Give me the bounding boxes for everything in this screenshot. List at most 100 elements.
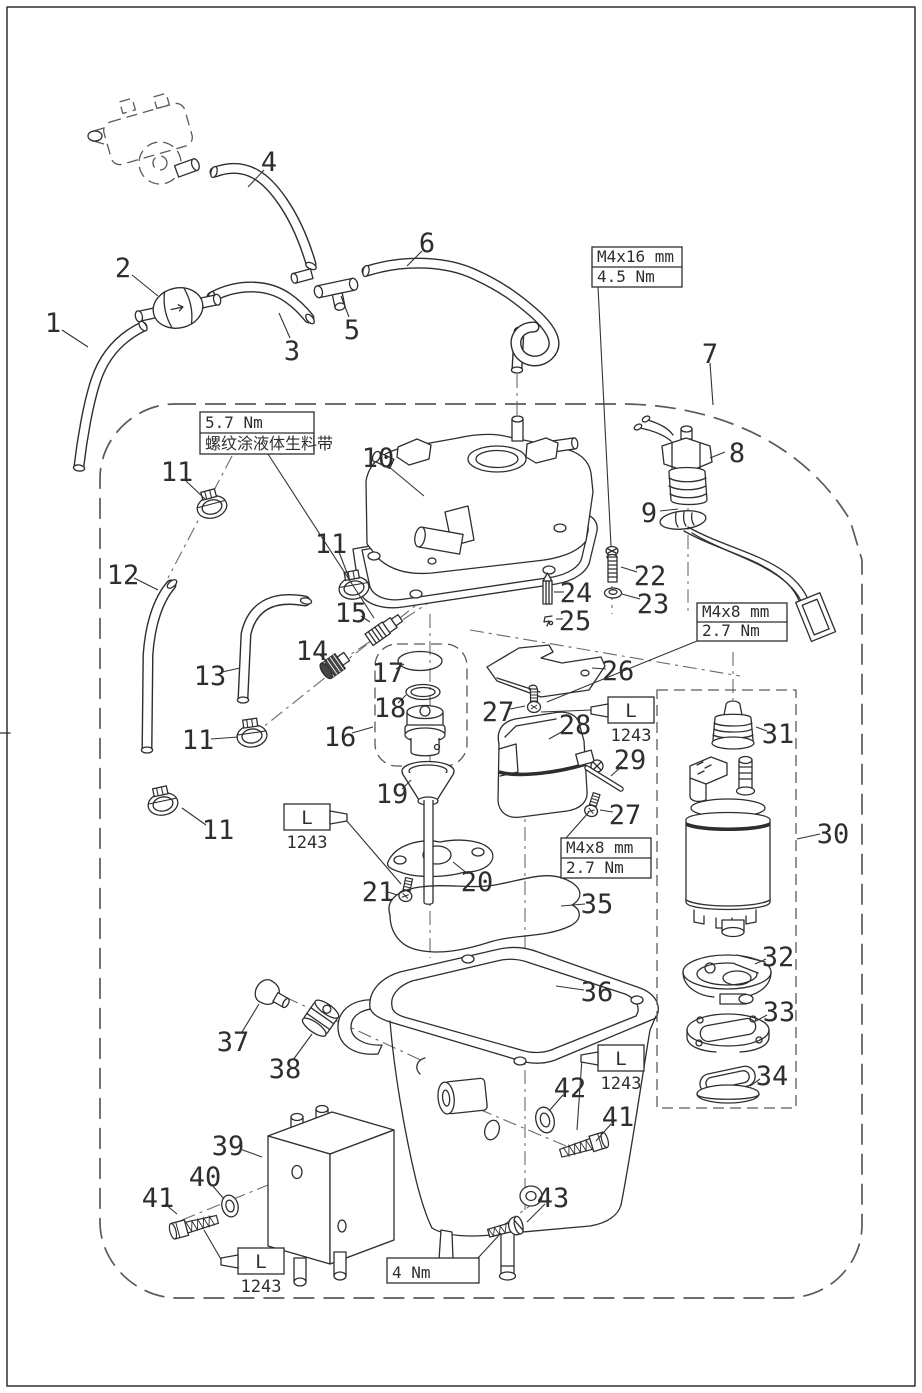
- part-callout-32: 32: [754, 942, 794, 973]
- adhesive-brand-letter: L: [301, 807, 312, 829]
- callout-number: 10: [362, 443, 395, 474]
- callout-number: 40: [189, 1162, 222, 1193]
- callout-number: 33: [763, 997, 796, 1028]
- inlet-fitting-31: [711, 700, 755, 750]
- callout-number: 28: [559, 710, 592, 741]
- callout-number: 39: [212, 1131, 245, 1162]
- note-frame: [386, 1257, 480, 1284]
- wire-harness: [683, 526, 811, 613]
- part-callout-31: 31: [755, 719, 794, 750]
- callout-number: 16: [324, 722, 357, 753]
- adhesive-leader-line: [576, 1057, 583, 1131]
- callout-number: 8: [729, 438, 745, 469]
- part-callout-43: 43: [526, 1183, 569, 1223]
- note-text: 4.5 Nm: [597, 267, 655, 286]
- part-callout-38: 38: [269, 1033, 313, 1085]
- part-callout-2: 2: [115, 253, 159, 297]
- callout-leader-line: [340, 295, 350, 318]
- page-frame: [0, 6, 916, 1387]
- clip-25: [543, 615, 554, 627]
- callout-leader-line: [659, 508, 679, 512]
- callout-number: 20: [461, 867, 494, 898]
- callout-leader-line: [709, 451, 726, 459]
- cap-plug: [319, 651, 351, 680]
- callout-number: 2: [115, 253, 131, 284]
- callout-number: 13: [194, 661, 227, 692]
- callout-leader-line: [278, 312, 291, 339]
- note-text: 5.7 Nm: [205, 413, 263, 432]
- cooler-block: [267, 1104, 395, 1287]
- part-callout-5: 5: [340, 295, 360, 346]
- bottle-nozzle-icon: [580, 1051, 599, 1066]
- callout-leader-line: [164, 1203, 178, 1215]
- fuel-strainer: [401, 760, 455, 806]
- callout-leader-line: [241, 1003, 260, 1033]
- callout-leader-line: [239, 1148, 263, 1158]
- part-callout-7: 7: [702, 339, 718, 406]
- part-callout-12: 12: [107, 560, 159, 591]
- callout-leader-line: [548, 1094, 564, 1112]
- part-callout-26: 26: [591, 656, 635, 687]
- callout-leader-line: [247, 169, 265, 188]
- callout-number: 26: [602, 656, 635, 687]
- callout-number: 21: [362, 877, 395, 908]
- note-text: M4x8 mm: [702, 602, 769, 621]
- tee-fitting: [313, 277, 359, 311]
- hose-stub: [290, 268, 314, 284]
- part-callout-14: 14: [296, 636, 329, 667]
- screw-22: [605, 545, 619, 583]
- callout-number: 11: [182, 725, 215, 756]
- pressure-regulator: [404, 704, 446, 757]
- part-callout-3: 3: [278, 312, 300, 367]
- adhesive-leader-line: [540, 709, 593, 713]
- callout-leader-line: [548, 729, 566, 740]
- part-callout-16: 16: [324, 722, 374, 753]
- callout-number: 27: [482, 697, 515, 728]
- float-sensor: [633, 415, 713, 506]
- adhesive-leader-line: [203, 1229, 223, 1262]
- separator-tank: [337, 946, 659, 1281]
- note-leader-line: [597, 286, 612, 547]
- callout-leader-line: [749, 1078, 761, 1087]
- note-m4x8-2_7nm-a: M4x8 mm2.7 Nm: [546, 602, 788, 703]
- bottle-nozzle-icon: [590, 703, 609, 718]
- callout-leader-line: [755, 1014, 768, 1022]
- hose-clamp-11c: [234, 716, 270, 750]
- part-callout-28: 28: [548, 710, 592, 741]
- pump-body: [685, 755, 771, 938]
- note-text: 4 Nm: [392, 1263, 431, 1282]
- part-callout-25: 25: [556, 606, 591, 637]
- part-callout-35: 35: [560, 889, 613, 920]
- callout-leader-line: [509, 705, 526, 710]
- part-callout-6: 6: [406, 228, 435, 267]
- callout-number: 11: [202, 815, 235, 846]
- callout-number: 22: [634, 561, 667, 592]
- part-callout-40: 40: [189, 1162, 225, 1200]
- callout-number: 41: [602, 1102, 635, 1133]
- callout-leader-line: [591, 667, 607, 670]
- washer-23: [603, 587, 623, 599]
- callout-leader-line: [526, 1203, 546, 1223]
- threaded-fitting: [364, 614, 404, 647]
- assembly-boundary: [99, 403, 863, 1299]
- note-m4x16-4_5nm: M4x16 mm4.5 Nm: [591, 246, 683, 547]
- callout-number: 15: [335, 598, 368, 629]
- note-text: 2.7 Nm: [702, 621, 760, 640]
- note-text: M4x16 mm: [597, 247, 674, 266]
- callout-leader-line: [221, 667, 241, 673]
- callout-leader-line: [595, 1123, 612, 1142]
- part-callout-1: 1: [45, 308, 89, 348]
- part-callout-11: 11: [315, 529, 350, 579]
- washer-42: [535, 1106, 555, 1134]
- adhesive-brand-letter: L: [615, 1048, 626, 1070]
- callout-leader-line: [387, 465, 425, 497]
- callout-number: 30: [817, 819, 850, 850]
- callout-leader-line: [401, 779, 412, 790]
- hose-3: [206, 281, 315, 325]
- rubber-mount-34: [696, 1065, 760, 1104]
- callout-number: 34: [756, 1061, 789, 1092]
